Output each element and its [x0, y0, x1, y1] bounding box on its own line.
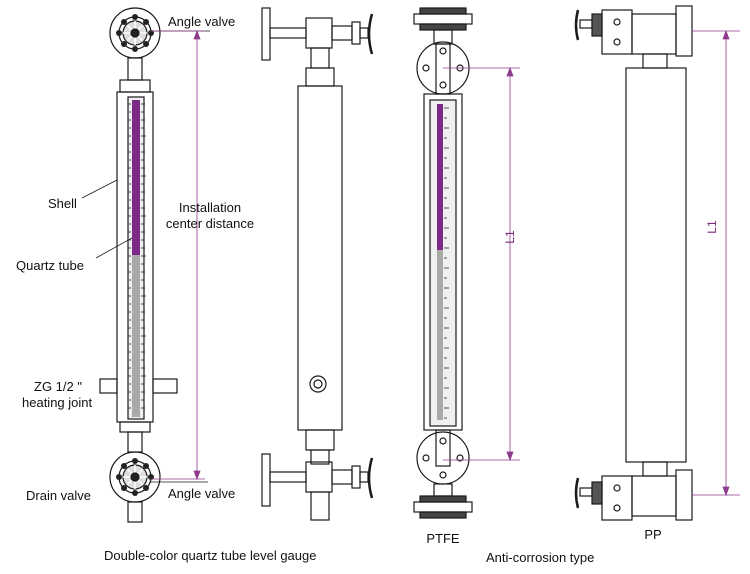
label-heating-2: heating joint [22, 395, 93, 410]
top-angle-valve [109, 7, 161, 81]
gauge-1-front-view [81, 7, 210, 523]
gauge-3-ptfe [413, 7, 520, 519]
label-ptfe: PTFE [426, 531, 460, 546]
label-l1-ptfe: L1 [503, 230, 517, 244]
caption-anti-corrosion: Anti-corrosion type [486, 550, 595, 565]
label-l1-pp: L1 [705, 220, 719, 234]
label-heating-1: ZG 1/2 " [34, 379, 82, 394]
label-angle-valve-top: Angle valve [168, 14, 236, 29]
label-installation-1: Installation [178, 200, 242, 215]
gauge-4-pp [574, 5, 740, 521]
heating-joint-right [152, 378, 178, 394]
label-installation-2: center distance [165, 216, 255, 231]
heating-joint [99, 378, 118, 394]
gauge-2-side-view [261, 7, 374, 521]
label-quartz-tube: Quartz tube [16, 258, 84, 273]
shell [116, 79, 154, 433]
bottom-angle-valve [109, 431, 161, 523]
label-drain-valve: Drain valve [26, 488, 92, 503]
label-shell: Shell [48, 196, 77, 211]
label-angle-valve-bottom: Angle valve [168, 486, 236, 501]
label-pp: PP [644, 527, 662, 542]
caption-main: Double-color quartz tube level gauge [104, 548, 317, 563]
